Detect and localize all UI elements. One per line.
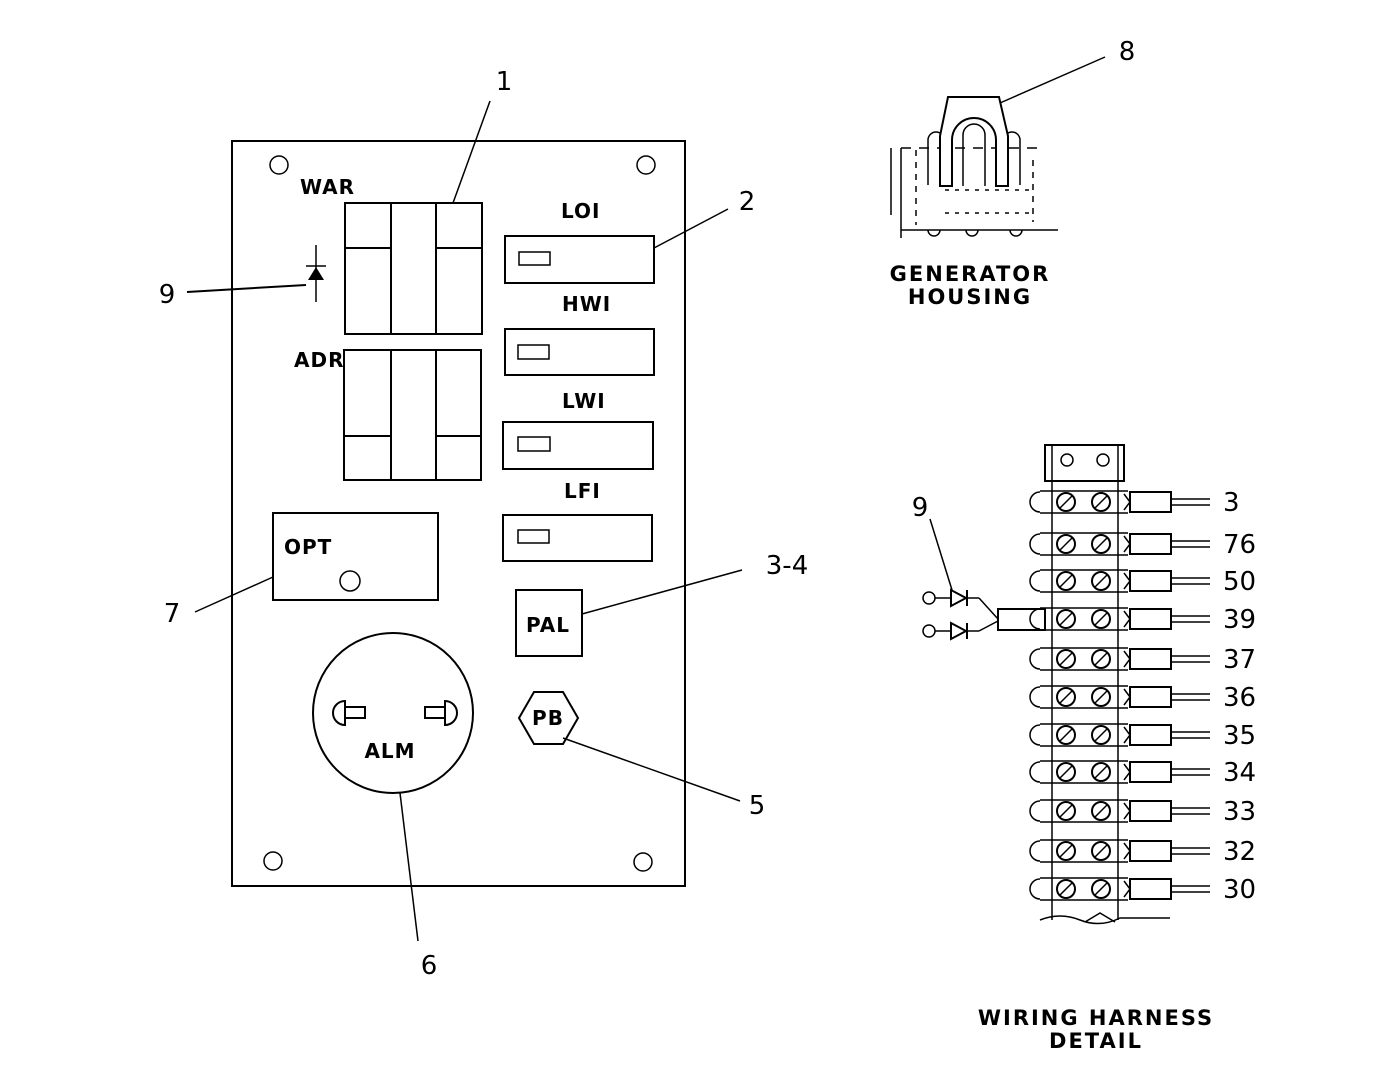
harness-title-line2: DETAIL [1049,1029,1143,1053]
terminal-row: 30 [1029,875,1256,905]
leader-2 [653,208,729,249]
alarm-horn [312,632,474,794]
terminal-number: 37 [1223,645,1256,675]
alm-label: ALM [364,739,415,763]
control-panel: WAR ADR LOI HWI LWI LFI [159,67,809,981]
terminal-row: 3 [1029,488,1240,518]
mount-hole-bottom-left [263,851,283,871]
pal-label: PAL [526,613,570,637]
mount-hole-top-left [269,155,289,175]
terminal-number: 50 [1223,567,1256,597]
terminal-number: 39 [1223,605,1256,635]
housing-clip [939,96,1009,187]
leader-7 [194,576,274,613]
leader-3-4 [581,569,743,615]
terminal-row: 76 [1029,530,1256,560]
generator-title-line2: HOUSING [908,285,1032,309]
leader-6 [399,792,419,942]
lwi-indicator [502,421,654,470]
terminal-number: 76 [1223,530,1256,560]
mount-hole-bottom-right [633,852,653,872]
hwi-label: HWI [562,292,611,316]
callout-2: 2 [739,187,756,217]
terminal-row: 35 [1029,721,1256,751]
mount-hole-top-right [636,155,656,175]
loi-label: LOI [561,199,600,223]
loi-indicator [504,235,655,284]
pb-label: PB [532,706,564,730]
callout-8: 8 [1119,37,1136,67]
callout-7: 7 [164,599,181,629]
adr-relay [343,349,482,481]
callout-9-panel: 9 [159,280,176,310]
callout-9-harness: 9 [912,493,929,523]
terminal-number: 33 [1223,797,1256,827]
terminal-row: 34 [1029,758,1256,788]
leader-5 [562,737,741,802]
terminal-row: 39 [1029,605,1256,635]
terminal-number: 34 [1223,758,1256,788]
hwi-indicator [504,328,655,376]
leader-8 [999,56,1106,104]
callout-1: 1 [496,67,513,97]
terminal-row: 32 [1029,837,1256,867]
opt-module [272,512,439,601]
terminal-number: 30 [1223,875,1256,905]
panel-plate [231,140,686,887]
war-relay [344,202,483,335]
lfi-indicator [502,514,653,562]
generator-title-line1: GENERATOR [890,262,1051,286]
terminal-number: 32 [1223,837,1256,867]
leader-9 [186,284,307,293]
terminal-row: 37 [1029,645,1256,675]
terminal-row: 36 [1029,683,1256,713]
generator-housing-detail: 8 GENERATOR HOUSING [890,37,1136,309]
opt-label: OPT [284,535,332,559]
pal-module [515,589,583,657]
pb-pushbutton [517,691,580,745]
callout-3-4: 3-4 [766,551,808,581]
lwi-label: LWI [562,389,606,413]
callout-6: 6 [421,951,438,981]
terminal-number: 36 [1223,683,1256,713]
lfi-label: LFI [564,479,601,503]
adr-label: ADR [294,348,344,372]
harness-title-line1: WIRING HARNESS [978,1006,1214,1030]
harness-diodes [922,518,1046,641]
panel-diode [306,245,326,302]
callout-5: 5 [749,791,766,821]
leader-1 [452,100,491,204]
war-label: WAR [300,175,355,199]
terminal-number: 3 [1223,488,1240,518]
terminal-row: 50 [1029,567,1256,597]
wiring-harness-detail: 3 76 50 39 37 36 35 34 33 32 30 9 WIRING HARNESS D… [912,444,1256,1053]
terminal-strip-bracket [1044,444,1125,482]
terminal-row: 33 [1029,797,1256,827]
terminal-number: 35 [1223,721,1256,751]
